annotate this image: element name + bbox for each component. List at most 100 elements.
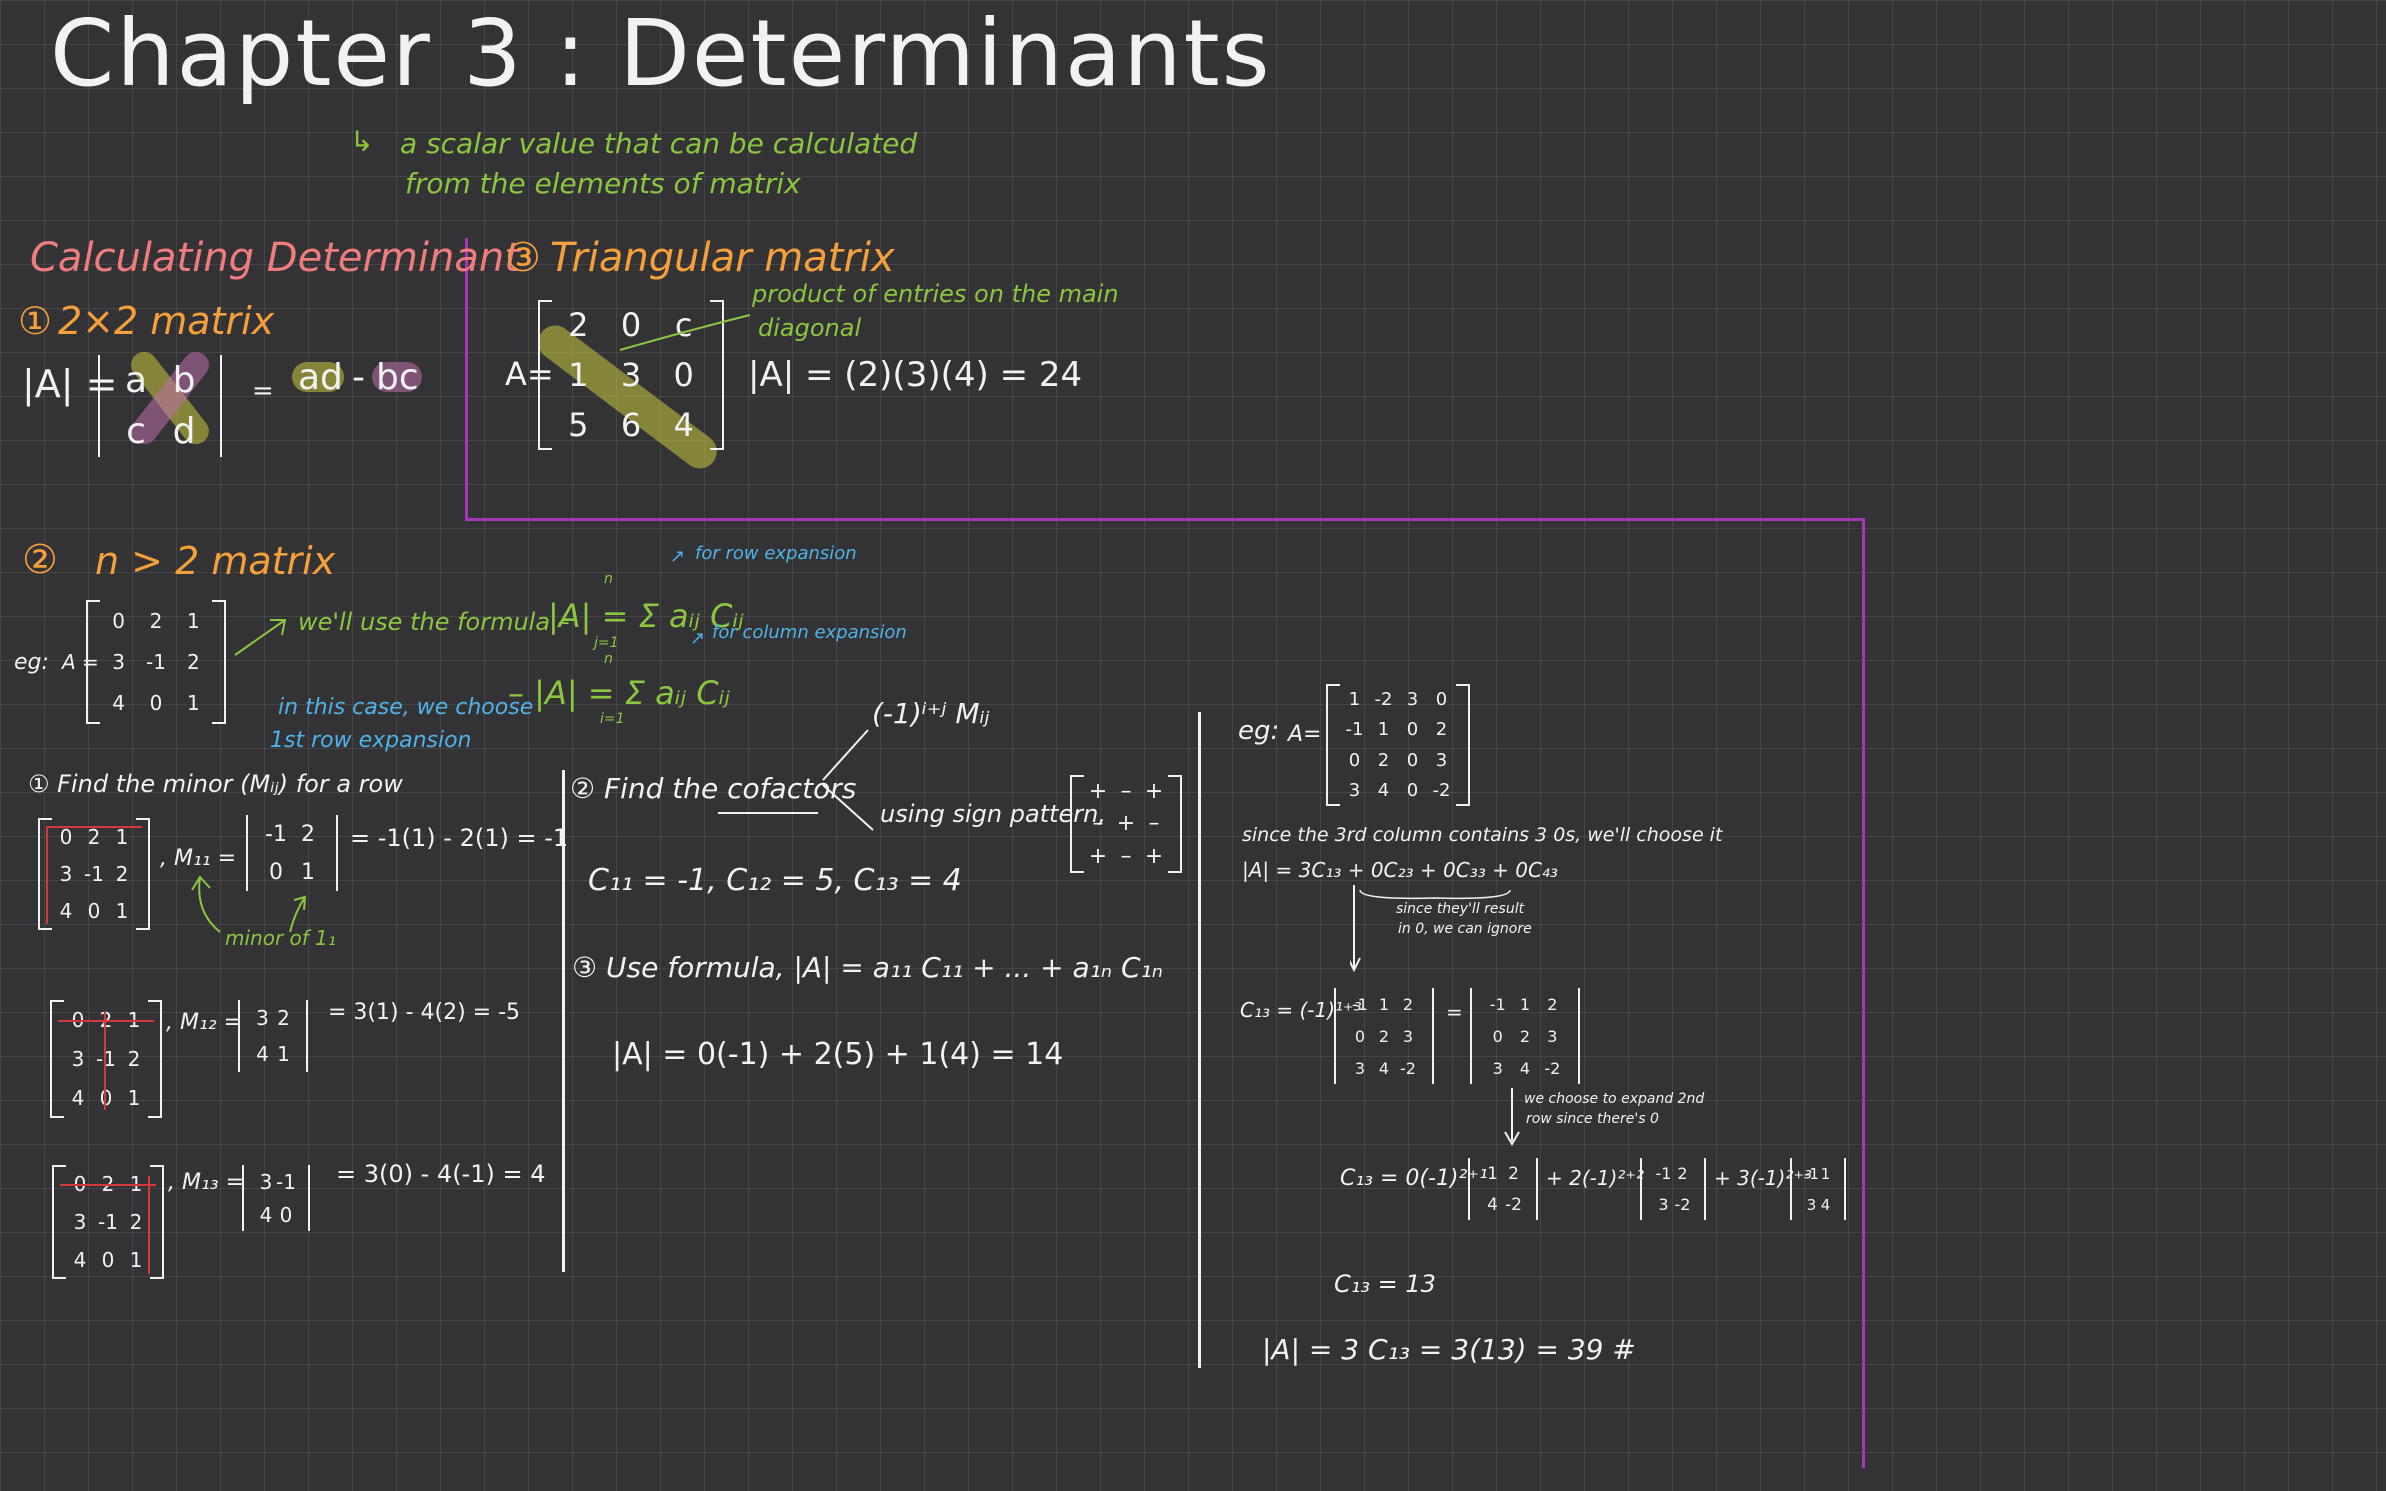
row-expansion-arrow: ↗	[670, 546, 686, 567]
m11-result: = -1(1) - 2(1) = -1	[350, 824, 569, 852]
m12-label: , M₁₂ =	[166, 1010, 243, 1035]
det-2x2-lhs: |A| =	[22, 362, 118, 406]
expand-note-line1: we choose to expand 2nd	[1524, 1091, 1705, 1107]
m11-label: , M₁₁ =	[160, 846, 237, 871]
section2-number: ②	[22, 537, 58, 583]
highlight-ad	[292, 362, 344, 392]
example2-since-text: since the 3rd column contains 3 0s, we'l…	[1242, 824, 1723, 846]
triangular-note-arrow	[619, 314, 751, 351]
minor-note: minor of 1₁	[225, 926, 336, 950]
column-expansion-arrow: ↗	[690, 628, 706, 649]
example2-final-result: |A| = 3 C₁₃ = 3(13) = 39 #	[1262, 1333, 1636, 1366]
m12-result: = 3(1) - 4(2) = -5	[328, 1000, 521, 1025]
m12-col-strike	[104, 1012, 106, 1110]
expand-note-line2: row since there's 0	[1526, 1111, 1659, 1127]
since-note-line1: since they'll result	[1396, 901, 1525, 917]
section1-label: 2×2 matrix	[58, 299, 275, 343]
example2-A: A=	[1288, 722, 1322, 747]
step2-heading: ② Find the cofactors	[570, 772, 857, 805]
case-note-line2: 1st row expansion	[270, 728, 472, 753]
formula-row-sub: j=1	[594, 635, 619, 651]
nmatrix-A: A =	[62, 650, 99, 674]
triangular-note-line1: product of entries on the main	[752, 280, 1119, 308]
cell-b: b	[172, 360, 196, 401]
m13-label: , M₁₃ =	[168, 1170, 245, 1195]
formula-col-sub: i=1	[600, 711, 625, 727]
m12-row-strike	[58, 1020, 154, 1022]
formula-row-sup: n	[604, 571, 613, 587]
rhs-ad: ad	[298, 357, 343, 398]
c13-value: C₁₃ = 13	[1334, 1270, 1436, 1298]
cofactor-values: C₁₁ = -1, C₁₂ = 5, C₁₃ = 4	[588, 863, 962, 898]
m11-row-strike	[46, 826, 142, 828]
definition-line1: a scalar value that can be calculated	[400, 127, 918, 160]
c13-expand-a: C₁₃ = 0(-1)²⁺¹	[1340, 1166, 1488, 1191]
column-expansion-note: for column expansion	[712, 622, 907, 643]
step3-heading: ③ Use formula, |A| = a₁₁ C₁₁ + ... + a₁ₙ…	[572, 951, 1163, 984]
c13-expand-c: + 3(-1)²⁺³	[1714, 1166, 1812, 1190]
minor-note-arrows	[191, 875, 307, 933]
purple-divider-vertical-right	[1862, 518, 1865, 1468]
example2-arrows	[1350, 885, 1511, 973]
section1-number: ①	[18, 299, 53, 343]
use-formula-arrow	[234, 619, 287, 656]
step3-result: |A| = 0(-1) + 2(5) + 1(4) = 14	[612, 1037, 1064, 1072]
cofactors-underline	[718, 812, 818, 814]
since-note-line2: in 0, we can ignore	[1398, 921, 1532, 937]
example2-expansion: |A| = 3C₁₃ + 0C₂₃ + 0C₃₃ + 0C₄₃	[1242, 858, 1558, 882]
m11-col-strike	[46, 826, 48, 924]
use-formula-text: we'll use the formula –	[298, 608, 570, 636]
example2-eg: eg:	[1238, 716, 1280, 746]
formula-row-expansion: |A| = Σ aᵢⱼ Cᵢⱼ	[548, 597, 744, 635]
cofactor-branch-lines	[822, 729, 874, 831]
nmatrix-eg: eg:	[14, 650, 49, 675]
highlight-bc	[372, 362, 422, 392]
triangular-heading: Triangular matrix	[550, 235, 895, 281]
page-title: Chapter 3 : Determinants	[50, 0, 1272, 107]
sign-pattern-matrix: +–+ –+– +–+	[1070, 775, 1182, 873]
cell-c: c	[126, 411, 146, 452]
m13-col-strike	[148, 1176, 150, 1274]
purple-divider-horizontal	[465, 518, 1865, 521]
expand-arrow	[1504, 1088, 1520, 1146]
row-expansion-note: for row expansion	[695, 543, 857, 564]
rhs-minus: -	[352, 357, 365, 398]
c13-equals: =	[1446, 1000, 1463, 1024]
definition-arrow: ↳	[350, 125, 374, 158]
step-divider-right	[1198, 712, 1201, 1368]
triangular-lhs: A=	[505, 355, 554, 393]
cell-d: d	[172, 411, 196, 452]
cofactor-definition: (-1)ⁱ⁺ʲ Mᵢⱼ	[872, 697, 990, 730]
m13-result: = 3(0) - 4(-1) = 4	[336, 1160, 546, 1188]
matrix-2x2: a b c d	[98, 355, 222, 457]
c13-lhs: C₁₃ = (-1)¹⁺³	[1240, 998, 1362, 1022]
case-note-line1: in this case, we choose	[278, 695, 534, 720]
sign-pattern-text: using sign pattern,	[880, 800, 1106, 828]
step1-heading: ① Find the minor (Mᵢⱼ) for a row	[28, 770, 403, 798]
step-divider-left	[562, 770, 565, 1272]
nmatrix-heading: n > 2 matrix	[95, 539, 336, 583]
formula-column-expansion: – |A| = Σ aᵢⱼ Cᵢⱼ	[508, 674, 730, 712]
triangular-result: |A| = (2)(3)(4) = 24	[748, 355, 1083, 395]
c13-expand-b: + 2(-1)²⁺²	[1546, 1166, 1644, 1190]
section3-number: ③	[505, 235, 541, 281]
nmatrix-example-matrix: 0 2 1 3 -1 2 4 0 1	[86, 600, 226, 724]
triangular-note-line2: diagonal	[758, 314, 862, 342]
m13-row-strike	[60, 1184, 156, 1186]
calculating-heading: Calculating Determinant	[30, 235, 520, 281]
formula-col-sup: n	[604, 651, 613, 667]
det-2x2-equals: =	[252, 376, 274, 406]
triangular-matrix: 2 0 c 1 3 0 5 6 4	[538, 300, 724, 450]
